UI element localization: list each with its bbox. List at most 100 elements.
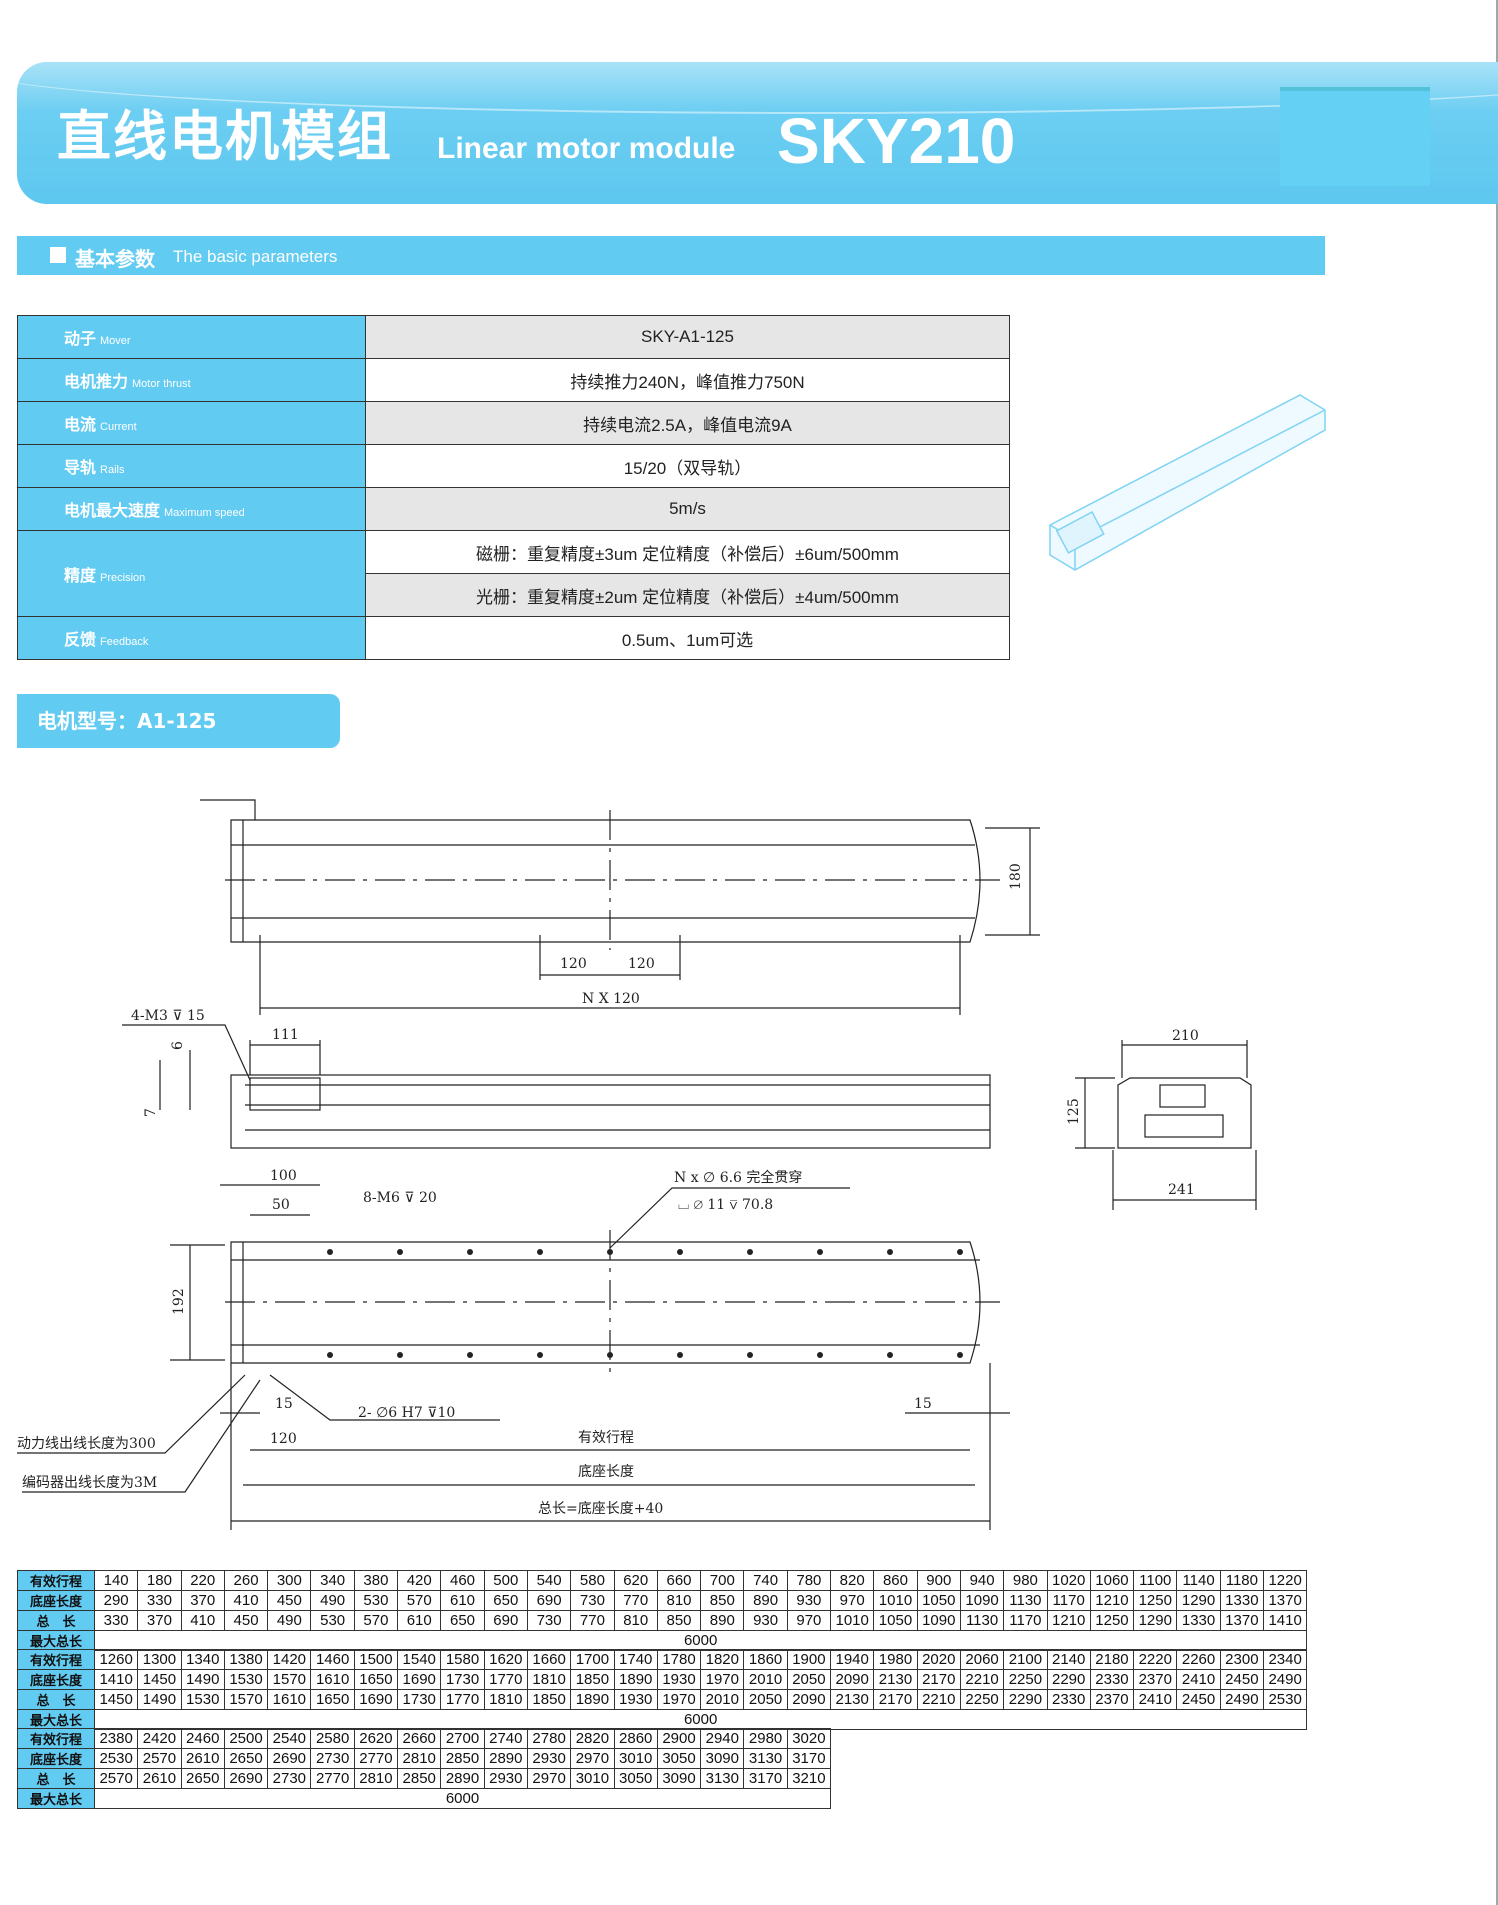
section-title-en: The basic parameters [173,247,338,266]
table-cell: 2980 [743,1728,788,1749]
table-cell: 1140 [1176,1570,1221,1591]
table-cell: 2210 [916,1689,961,1710]
table-cell: 970 [786,1610,832,1631]
table-cell: 1900 [786,1649,832,1670]
table-cell: 1250 [1089,1610,1135,1631]
table-cell: 1650 [310,1689,355,1710]
dim-111: 111 [272,1027,299,1043]
table-cell: 2380 [93,1728,139,1749]
table-cell: 1290 [1133,1610,1178,1631]
table-cell: 2050 [743,1689,788,1710]
table-cell: 2450 [1219,1669,1265,1690]
table-cell: 1660 [526,1649,572,1670]
table-cell: 780 [786,1570,832,1591]
table-cell: 770 [570,1610,615,1631]
table-cell: 1500 [353,1649,399,1670]
table-cell: 1050 [916,1590,961,1611]
table-cell: 1730 [440,1669,485,1690]
table-cell: 2620 [353,1728,399,1749]
table-cell: 1330 [1219,1590,1265,1611]
table-cell: 2930 [483,1768,528,1789]
table-cell: 730 [570,1590,615,1611]
row-header: 底座长度 [17,1748,95,1769]
table-cell: 410 [223,1590,269,1611]
dim-15: 15 [914,1396,932,1412]
table-cell: 3090 [700,1748,745,1769]
table-cell: 940 [959,1570,1005,1591]
label-cn: 动子 [64,329,97,348]
param-value: 持续推力240N，峰值推力750N [365,358,1010,402]
table-cell: 2820 [570,1728,615,1749]
table-cell: 2300 [1219,1649,1265,1670]
note-hole: N x ∅ 6.6 完全贯穿 [674,1169,802,1186]
table-cell: 450 [223,1610,269,1631]
table-cell: 1410 [1263,1610,1308,1631]
table-cell: 1850 [526,1689,572,1710]
label-en: Motor thrust [132,378,191,390]
dim-total-length: 总长=底座长度+40 [538,1501,663,1517]
table-cell: 1690 [353,1689,399,1710]
table-cell: 610 [440,1590,485,1611]
table-cell: 2090 [786,1689,832,1710]
table-cell: 1450 [137,1669,182,1690]
param-value: 15/20（双导轨） [365,444,1010,488]
table-cell: 1210 [1089,1590,1135,1611]
table-cell: 1250 [1133,1590,1178,1611]
table-cell: 1970 [656,1689,702,1710]
table-cell: 2930 [526,1748,572,1769]
table-cell: 3010 [613,1748,658,1769]
table-cell: 530 [310,1610,355,1631]
table-cell: 1530 [223,1669,269,1690]
table-cell: 850 [700,1590,745,1611]
param-value: 持续电流2.5A，峰值电流9A [365,401,1010,445]
row-header: 有效行程 [17,1570,95,1591]
label-en: Mover [100,335,131,347]
param-value: 5m/s [365,487,1010,531]
table-cell: 1780 [656,1649,702,1670]
table-cell: 450 [267,1590,312,1611]
table-cell: 1770 [440,1689,485,1710]
label-en: Precision [100,571,146,584]
row-header: 总 长 [17,1768,95,1789]
row-header: 底座长度 [17,1590,95,1611]
table-cell: 2730 [310,1748,355,1769]
table-cell: 1890 [570,1689,615,1710]
table-cell: 1420 [267,1649,312,1670]
table-cell: 1930 [613,1689,658,1710]
table-cell: 1620 [483,1649,528,1670]
table-cell: 2810 [353,1768,399,1789]
table-cell: 650 [483,1590,528,1611]
table-cell: 3050 [613,1768,658,1789]
table-cell: 690 [526,1590,572,1611]
dim-nx120: N X 120 [582,991,640,1007]
table-cell: 1170 [1003,1610,1048,1631]
table-cell: 2130 [873,1669,918,1690]
table-cell: 1690 [397,1669,442,1690]
table-cell: 3130 [700,1768,745,1789]
table-cell: 330 [137,1590,182,1611]
drawing-holes [327,1249,963,1358]
table-cell: 340 [310,1570,355,1591]
label-cn: 电机最大速度 [64,501,161,520]
table-cell: 2330 [1089,1669,1135,1690]
param-value: 0.5um、1um可选 [365,616,1010,660]
table-cell: 2260 [1176,1649,1221,1670]
table-cell: 2970 [570,1748,615,1769]
table-cell: 2340 [1263,1649,1308,1670]
table-cell: 930 [743,1610,788,1631]
table-cell: 2730 [267,1768,312,1789]
table-cell: 2740 [483,1728,528,1749]
table-cell: 850 [656,1610,702,1631]
table-cell: 3170 [743,1768,788,1789]
